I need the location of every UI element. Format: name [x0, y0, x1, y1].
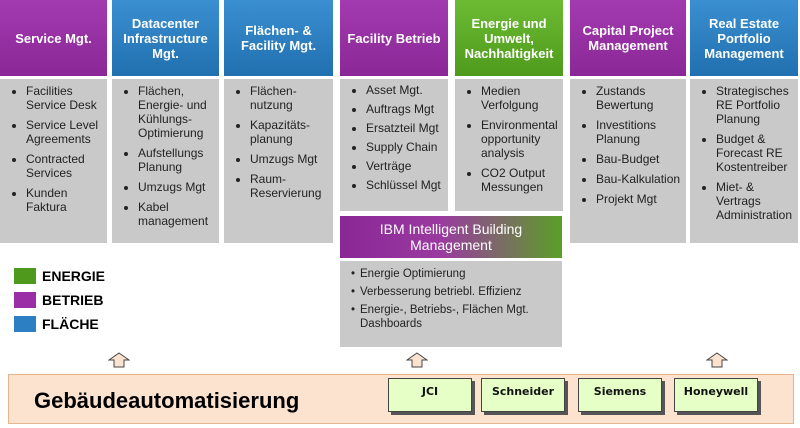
legend-betrieb: BETRIEB	[14, 292, 103, 308]
document-icon	[388, 378, 472, 412]
list-item: Kabel management	[138, 200, 215, 228]
column-body: Medien Verfolgung Environmental opportun…	[455, 79, 563, 211]
list-item: Schlüssel Mgt	[366, 179, 444, 192]
column-body: Asset Mgt. Auftrags Mgt Ersatzteil Mgt S…	[340, 79, 448, 211]
list-item: Flächen-nutzung	[250, 84, 329, 112]
column-header: Capital Project Management	[570, 0, 686, 76]
column-header: Flächen- & Facility Mgt.	[224, 0, 333, 76]
up-arrow-icon	[406, 352, 428, 368]
list-item: Medien Verfolgung	[481, 84, 559, 112]
list-item: Verträge	[366, 160, 444, 173]
ibm-header: IBM Intelligent Building Management	[340, 216, 562, 258]
list-item: Miet- & Vertrags Administration	[716, 180, 794, 222]
list-item: Kapazitäts-planung	[250, 118, 329, 146]
list-item: Service Level Agreements	[26, 118, 103, 146]
column-body: Zustands Bewertung Investitions Planung …	[570, 79, 686, 243]
list-item: Environmental opportunity analysis	[481, 118, 559, 160]
column-header: Real Estate Portfolio Management	[690, 0, 798, 76]
document-icon	[578, 378, 662, 412]
list-item: Energie Optimierung	[351, 267, 558, 281]
column-body: Facilities Service Desk Service Level Ag…	[0, 79, 107, 243]
list-item: Strategisches RE Portfolio Planung	[716, 84, 794, 126]
up-arrow-icon	[108, 352, 130, 368]
document-icon	[481, 378, 565, 412]
list-item: Aufstellungs Planung	[138, 146, 215, 174]
legend-energie: ENERGIE	[14, 268, 105, 284]
up-arrow-icon	[706, 352, 728, 368]
list-item: Ersatzteil Mgt	[366, 122, 444, 135]
column-header: Service Mgt.	[0, 0, 107, 76]
column-header: Datacenter Infrastructure Mgt.	[112, 0, 219, 76]
list-item: Bau-Kalkulation	[596, 172, 682, 186]
list-item: Raum-Reservierung	[250, 172, 329, 200]
list-item: Energie-, Betriebs-, Flächen Mgt. Dashbo…	[351, 303, 558, 331]
column-header: Energie und Umwelt, Nachhaltigkeit	[455, 0, 563, 76]
legend-swatch	[14, 316, 36, 332]
list-item: Zustands Bewertung	[596, 84, 682, 112]
column-body: Flächen-nutzung Kapazitäts-planung Umzug…	[224, 79, 333, 243]
list-item: Projekt Mgt	[596, 192, 682, 206]
list-item: CO2 Output Messungen	[481, 166, 559, 194]
list-item: Budget & Forecast RE Kostentreiber	[716, 132, 794, 174]
list-item: Umzugs Mgt	[138, 180, 215, 194]
legend-swatch	[14, 268, 36, 284]
bar-title: Gebäudeautomatisierung	[34, 388, 300, 413]
list-item: Umzugs Mgt	[250, 152, 329, 166]
document-icon	[674, 378, 758, 412]
list-item: Kunden Faktura	[26, 186, 103, 214]
list-item: Facilities Service Desk	[26, 84, 103, 112]
list-item: Asset Mgt.	[366, 84, 444, 97]
list-item: Bau-Budget	[596, 152, 682, 166]
list-item: Auftrags Mgt	[366, 103, 444, 116]
list-item: Investitions Planung	[596, 118, 682, 146]
list-item: Verbesserung betriebl. Effizienz	[351, 285, 558, 299]
legend-swatch	[14, 292, 36, 308]
list-item: Flächen, Energie- und Kühlungs-Optimieru…	[138, 84, 215, 140]
column-body: Strategisches RE Portfolio Planung Budge…	[690, 79, 798, 243]
legend-flaeche: FLÄCHE	[14, 316, 99, 332]
list-item: Contracted Services	[26, 152, 103, 180]
column-header: Facility Betrieb	[340, 0, 448, 76]
ibm-body: Energie Optimierung Verbesserung betrieb…	[340, 261, 562, 347]
list-item: Supply Chain	[366, 141, 444, 154]
column-body: Flächen, Energie- und Kühlungs-Optimieru…	[112, 79, 219, 243]
